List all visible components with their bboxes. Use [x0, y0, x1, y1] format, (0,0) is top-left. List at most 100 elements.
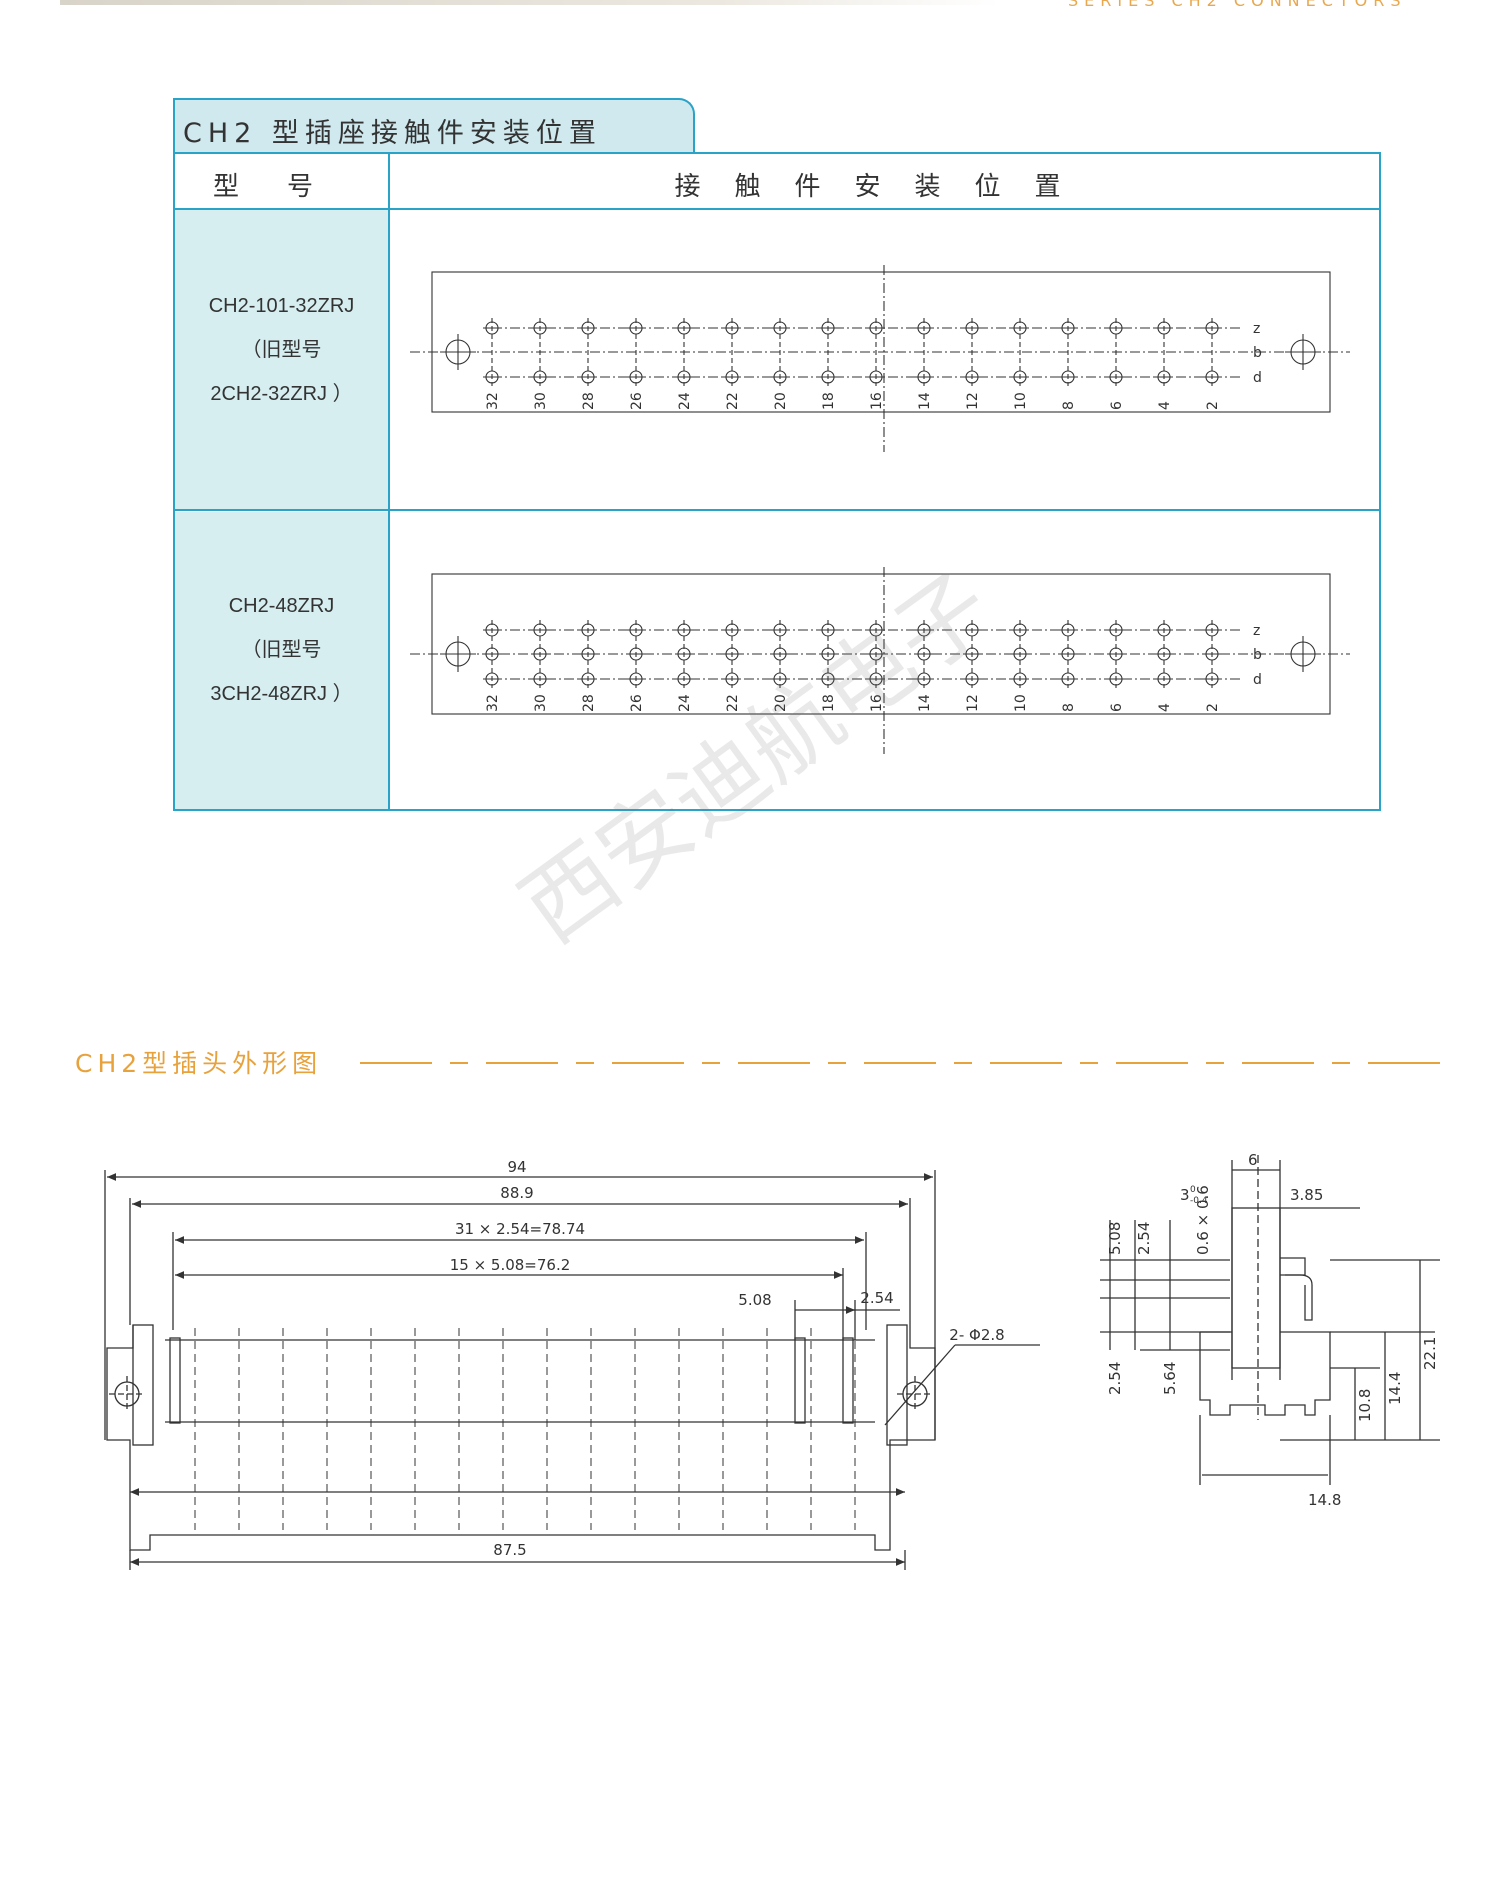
table-title-tab: CH2 型插座接触件安装位置 — [173, 98, 695, 152]
row-letter-b: b — [1253, 345, 1262, 361]
old-model-number: 2CH2-32ZRJ ） — [210, 383, 353, 405]
contact-layout-48: 32 30 28 26 24 22 20 18 16 14 12 10 8 6 4 2 zbd — [410, 567, 1350, 754]
pin-number-label: 10 — [1013, 392, 1029, 410]
pin-number-label: 6 — [1109, 401, 1125, 410]
dim-bottom: 87.5 — [493, 1541, 526, 1559]
model-number: CH2-101-32ZRJ — [208, 295, 355, 317]
row-divider — [175, 509, 1379, 511]
dash-segment — [1116, 1062, 1188, 1064]
pin-number-label: 26 — [629, 392, 645, 410]
pin-number-label: 30 — [533, 392, 549, 410]
dim-144: 14.4 — [1386, 1372, 1404, 1405]
pin-number-label: 18 — [821, 694, 837, 712]
model-number: CH2-48ZRJ — [228, 595, 335, 617]
row-letter-b: b — [1253, 647, 1262, 663]
dash-segment — [1332, 1062, 1350, 1064]
row-letter-d: d — [1253, 672, 1262, 688]
dim-top-width: 6 — [1248, 1151, 1258, 1169]
plug-section-title: CH2型插头外形图 — [75, 1049, 323, 1078]
pin-number-label: 12 — [965, 392, 981, 410]
old-model-number: 3CH2-48ZRJ ） — [210, 683, 353, 705]
dim-tol-upper: 0 — [1190, 1185, 1196, 1195]
dim-tol-lower: -0.4 — [1190, 1196, 1208, 1206]
top-decor-bar — [60, 0, 1000, 5]
dim-spacing-a: 5.08 — [738, 1291, 771, 1309]
pin-number-label: 16 — [869, 392, 885, 410]
pin-number-label: 20 — [773, 392, 789, 410]
pin-number-label: 30 — [533, 694, 549, 712]
pin-number-label: 22 — [725, 694, 741, 712]
dim-254b: 2.54 — [1106, 1362, 1124, 1395]
old-model-label: （旧型号 — [241, 639, 322, 661]
series-header-text: SERIES CH2 CONNECTORS — [1068, 0, 1407, 10]
model-info-2: CH2-48ZRJ （旧型号 3CH2-48ZRJ ） — [175, 584, 388, 716]
model-cell-bg-1 — [175, 210, 388, 510]
pin-number-label: 2 — [1205, 401, 1221, 410]
dash-segment — [1206, 1062, 1224, 1064]
dash-segment — [1080, 1062, 1098, 1064]
model-cell-bg-2 — [175, 512, 388, 809]
dim-base-width: 14.8 — [1308, 1491, 1341, 1509]
col-divider — [388, 154, 390, 809]
dash-segment — [486, 1062, 558, 1064]
dim-108: 10.8 — [1356, 1389, 1374, 1422]
pin-number-label: 22 — [725, 392, 741, 410]
dash-segment — [450, 1062, 468, 1064]
dash-segment — [828, 1062, 846, 1064]
pin-number-label: 24 — [677, 694, 693, 712]
pin-number-label: 28 — [581, 694, 597, 712]
pin-number-label: 18 — [821, 392, 837, 410]
pin-number-label: 8 — [1061, 703, 1077, 712]
dim-inner: 88.9 — [500, 1184, 533, 1202]
row-letter-d: d — [1253, 370, 1262, 386]
pin-number-label: 10 — [1013, 694, 1029, 712]
contact-position-table: 型号 接触件安装位置 CH2-101-32ZRJ （旧型号 2CH2-32ZRJ… — [173, 152, 1381, 811]
table-title: CH2 型插座接触件安装位置 — [183, 118, 602, 149]
pin-number-label: 32 — [485, 392, 501, 410]
pin-number-label: 24 — [677, 392, 693, 410]
pin-number-label: 32 — [485, 694, 501, 712]
dim-pitch-a: 31 × 2.54=78.74 — [455, 1220, 585, 1238]
old-model-label: （旧型号 — [241, 339, 322, 361]
plug-side-view: 6 3.85 3 0 -0.4 14.8 0.6 × 0.6 5.08 2.54… — [1100, 1151, 1440, 1509]
pin-number-label: 6 — [1109, 703, 1125, 712]
dim-508: 5.08 — [1106, 1222, 1124, 1255]
dim-pin-size: 0.6 × 0.6 — [1194, 1185, 1212, 1255]
row-letter-z: z — [1253, 623, 1260, 639]
dim-spacing-b: 2.54 — [860, 1289, 893, 1307]
dash-segment — [1242, 1062, 1314, 1064]
dash-segment — [612, 1062, 684, 1064]
dash-segment — [738, 1062, 810, 1064]
pin-number-label: 26 — [629, 694, 645, 712]
plug-front-view: 94 88.9 31 × 2.54=78.74 15 × 5.08=76.2 5… — [104, 1158, 1040, 1570]
dim-pitch-b: 15 × 5.08=76.2 — [450, 1256, 571, 1274]
dim-221: 22.1 — [1421, 1337, 1439, 1370]
dim-overall: 94 — [507, 1158, 526, 1176]
dash-segment — [990, 1062, 1062, 1064]
pin-number-label: 28 — [581, 392, 597, 410]
pin-number-label: 14 — [917, 392, 933, 410]
dash-segment — [702, 1062, 720, 1064]
dash-segment — [1368, 1062, 1440, 1064]
pin-number-label: 14 — [917, 694, 933, 712]
dim-254a: 2.54 — [1135, 1222, 1153, 1255]
dash-segment — [954, 1062, 972, 1064]
dim-offset: 3.85 — [1290, 1186, 1323, 1204]
pin-number-label: 12 — [965, 694, 981, 712]
pin-number-label: 2 — [1205, 703, 1221, 712]
header-position: 接触件安装位置 — [674, 172, 1095, 202]
dim-tol-base: 3 — [1180, 1186, 1190, 1204]
dash-segment — [360, 1062, 432, 1064]
dash-segment — [864, 1062, 936, 1064]
row-letter-z: z — [1253, 321, 1260, 337]
pin-number-label: 16 — [869, 694, 885, 712]
header-model: 型号 — [213, 172, 362, 202]
pin-number-label: 20 — [773, 694, 789, 712]
pin-number-label: 4 — [1157, 401, 1173, 410]
pin-number-label: 4 — [1157, 703, 1173, 712]
model-info-1: CH2-101-32ZRJ （旧型号 2CH2-32ZRJ ） — [175, 284, 388, 416]
row-divider — [175, 208, 1379, 210]
dim-holes: 2- Φ2.8 — [949, 1326, 1004, 1344]
dash-segment — [576, 1062, 594, 1064]
